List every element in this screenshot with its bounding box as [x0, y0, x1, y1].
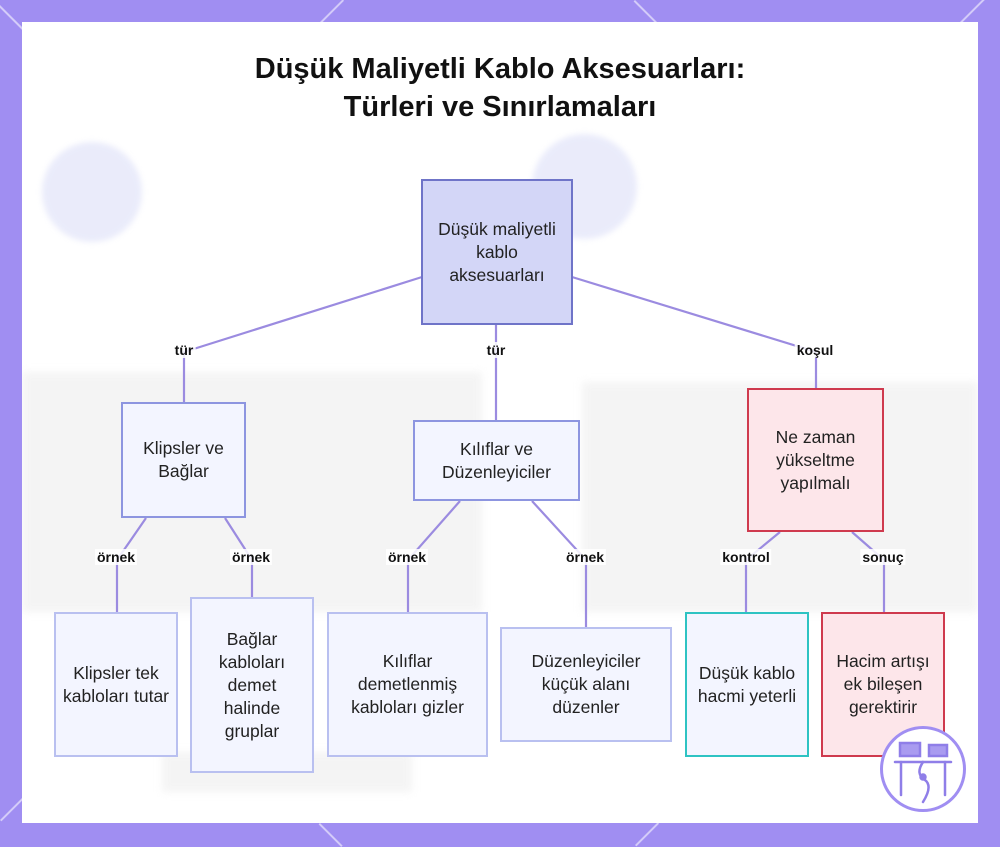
edge-upgrade-volume [852, 532, 884, 612]
node-upgrade: Ne zaman yükseltme yapılmalı [747, 388, 884, 532]
node-ties-leaf: Bağlar kabloları demet halinde gruplar [190, 597, 314, 773]
edge-label-example: örnek [386, 549, 428, 565]
edge-label-example: örnek [95, 549, 137, 565]
node-sleeves-organizers: Kılıflar ve Düzenleyiciler [413, 420, 580, 501]
edge-label-type: tür [173, 342, 196, 358]
edge-upgrade-low [746, 532, 780, 612]
edge-label-example: örnek [564, 549, 606, 565]
edge-label-condition: koşul [795, 342, 836, 358]
node-root: Düşük maliyetli kablo aksesuarları [421, 179, 573, 325]
node-sleeves-leaf: Kılıflar demetlenmiş kabloları gizler [327, 612, 488, 757]
node-clips-ties: Klipsler ve Bağlar [121, 402, 246, 518]
edge-root-upgrade [572, 277, 816, 388]
node-clips-leaf: Klipsler tek kabloları tutar [54, 612, 178, 757]
edge-label-type: tür [485, 342, 508, 358]
edge-label-example: örnek [230, 549, 272, 565]
node-low-volume: Düşük kablo hacmi yeterli [685, 612, 809, 757]
logo-icon [880, 726, 966, 812]
edge-clips-leaf [117, 518, 146, 612]
edge-label-result: sonuç [860, 549, 905, 565]
edge-label-check: kontrol [720, 549, 771, 565]
node-organizers-leaf: Düzenleyiciler küçük alanı düzenler [500, 627, 672, 742]
edge-root-clips [184, 277, 422, 402]
